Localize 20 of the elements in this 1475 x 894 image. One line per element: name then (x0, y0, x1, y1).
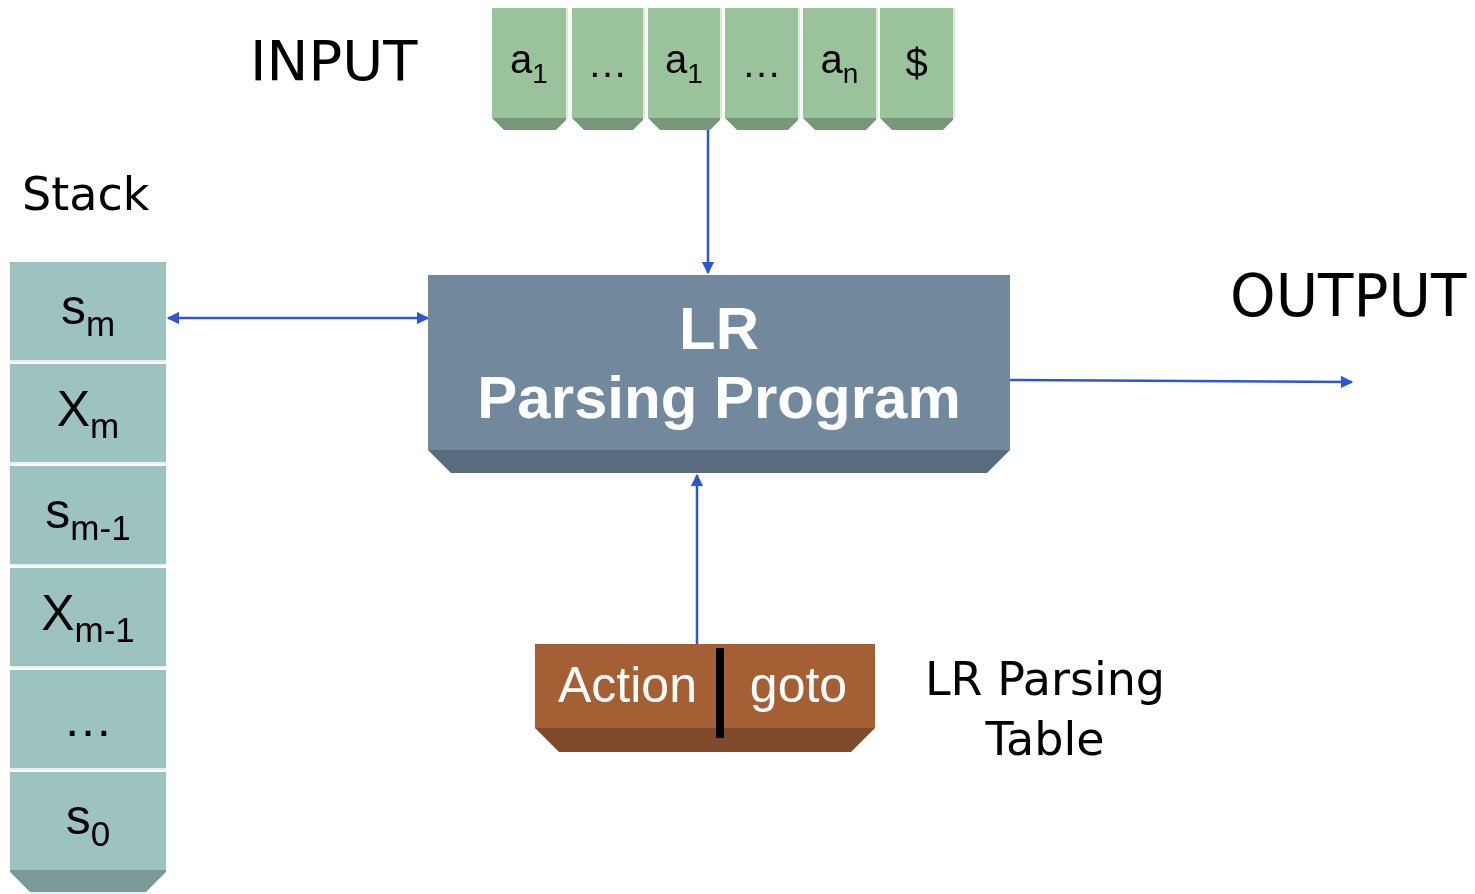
parsing-table (535, 644, 875, 752)
input-symbol-cell: $ (880, 8, 955, 130)
parser-program-box: LR Parsing Program (428, 275, 1010, 473)
stack-cell: … (10, 670, 166, 770)
stack-cell: s$_{m}$ (10, 262, 166, 362)
table-column-label: Action (535, 644, 720, 728)
stack-cell: X$_{m}$ (10, 364, 166, 464)
input-symbol-cell: a$_{n}$ (803, 8, 878, 130)
heading: INPUT (250, 28, 418, 93)
input-symbol-cell: a$_{1}$ (492, 8, 568, 130)
input-symbol-cell: a$_{1}$ (648, 8, 722, 130)
stack-cell: s$_{m-1}$ (10, 466, 166, 566)
stack-cell: X$_{m-1}$ (10, 568, 166, 668)
output-label: OUTPUT (1230, 262, 1467, 330)
heading: Stack (22, 167, 150, 221)
stack-cell: s$_{0}$ (10, 772, 166, 894)
input-symbol-cell: … (572, 8, 645, 130)
table-column-label: goto (722, 644, 875, 728)
input-symbol-cell: … (725, 8, 800, 130)
table-caption: LR Parsing Table (923, 651, 1167, 768)
